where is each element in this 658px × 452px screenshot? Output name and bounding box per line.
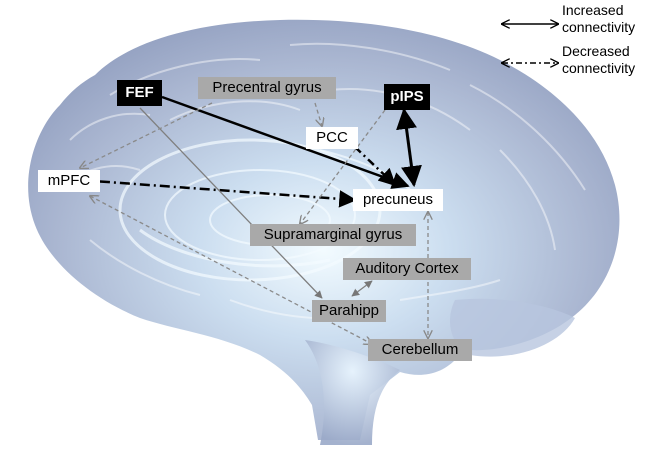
node-auditory-cortex: Auditory Cortex	[343, 258, 471, 280]
cerebellum-shape	[450, 298, 575, 357]
brain-stem	[305, 340, 400, 445]
node-pips: pIPS	[384, 84, 430, 110]
node-parahipp: Parahipp	[312, 300, 386, 322]
node-fef: FEF	[117, 80, 162, 106]
edge-pips-supramarginal	[300, 109, 386, 224]
node-pcc: PCC	[306, 127, 358, 149]
legend-increased: Increased connectivity	[562, 2, 635, 36]
legend-increased-line1: Increased	[562, 2, 624, 18]
legend-increased-line2: connectivity	[562, 19, 636, 35]
legend-arrows	[502, 24, 558, 63]
edge-auditory-parahipp	[351, 280, 373, 297]
node-cerebellum: Cerebellum	[368, 339, 472, 361]
node-precuneus: precuneus	[353, 189, 443, 211]
legend-decreased: Decreased connectivity	[562, 43, 635, 77]
connectivity-edges	[80, 95, 428, 344]
node-precentral-gyrus: Precentral gyrus	[198, 77, 336, 99]
edge-precentral-mpfc	[80, 102, 213, 168]
node-supramarginal-gyrus: Supramarginal gyrus	[250, 224, 416, 246]
edge-pips-precuneus	[396, 107, 422, 188]
legend-decreased-line1: Decreased	[562, 43, 630, 59]
legend-decreased-line2: connectivity	[562, 60, 636, 76]
node-mpfc: mPFC	[38, 170, 100, 192]
edge-fef-precuneus	[161, 95, 410, 189]
